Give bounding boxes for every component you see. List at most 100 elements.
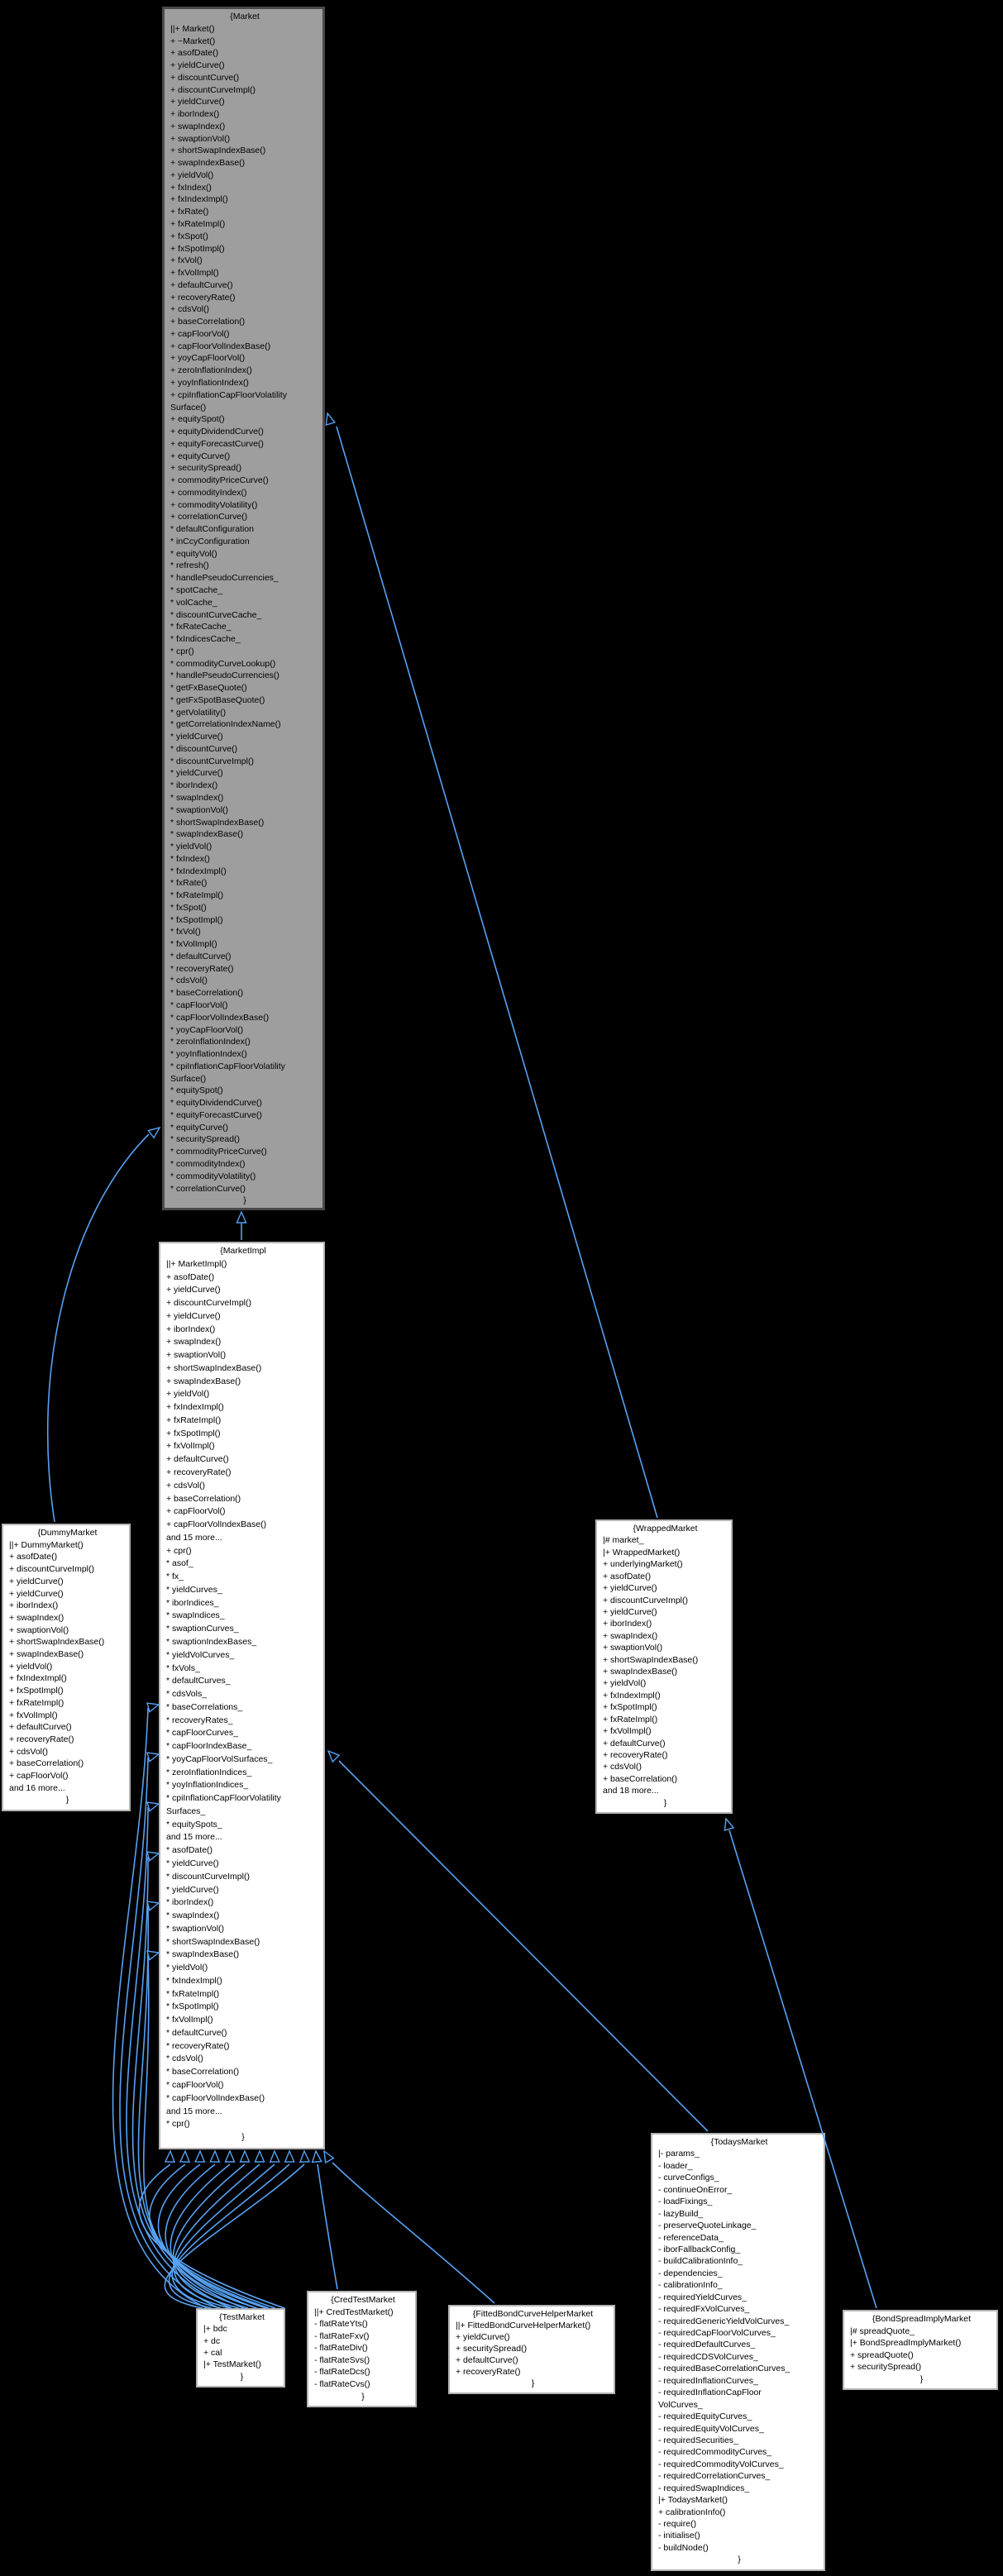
class-box-bondspreadimplymarket[interactable]: {BondSpreadImplyMarket|# spreadQuote_|+ … xyxy=(843,2310,998,2390)
member-line: * capFloorIndexBase_ xyxy=(166,1741,252,1752)
member-line: * discountCurveCache_ xyxy=(170,609,262,620)
member-line: |+ WrappedMarket() xyxy=(603,1547,681,1558)
testmarket-to-marketimpl-arrowhead xyxy=(146,1901,160,1911)
member-line: + commodityPriceCurve() xyxy=(170,475,269,486)
member-line: + defaultCurve() xyxy=(9,1722,72,1733)
class-box-wrappedmarket[interactable]: {WrappedMarket|# market_|+ WrappedMarket… xyxy=(595,1519,733,1814)
member-line: and 15 more... xyxy=(166,2106,222,2116)
member-line: } xyxy=(65,1795,69,1806)
member-line: * yieldCurve() xyxy=(170,768,223,779)
member-line: - flatRateSvs() xyxy=(314,2354,370,2365)
member-line: + cpiInflationCapFloorVolatility xyxy=(170,389,287,400)
member-line: + shortSwapIndexBase() xyxy=(170,145,266,156)
member-line: + iborIndex() xyxy=(9,1600,59,1611)
member-line: * baseCorrelation() xyxy=(170,988,244,999)
member-line: - curveConfigs_ xyxy=(658,2173,719,2183)
member-line: - requiredBaseCorrelationCurves_ xyxy=(658,2364,790,2374)
testmarket-to-marketimpl-arrowhead xyxy=(164,2149,176,2163)
member-line: + fxVolImpl() xyxy=(166,1441,215,1452)
member-line: ||+ MarketImpl() xyxy=(166,1258,227,1269)
member-line: |- params_ xyxy=(658,2149,700,2159)
member-line: ||+ FittedBondCurveHelperMarket() xyxy=(456,2321,591,2330)
member-line: + asofDate() xyxy=(603,1571,652,1581)
member-line: * capFloorCurves_ xyxy=(166,1728,238,1739)
member-line: * swapIndexBase() xyxy=(166,1949,240,1960)
wrappedmarket-to-market-arrowhead xyxy=(325,412,337,426)
member-line: + yieldCurve() xyxy=(166,1310,221,1321)
class-box-dummymarket[interactable]: {DummyMarket||+ DummyMarket()+ asofDate(… xyxy=(2,1524,131,1811)
member-line: * asof_ xyxy=(166,1558,193,1569)
member-line: * yieldCurve() xyxy=(166,1884,219,1895)
member-line: + commodityVolatility() xyxy=(170,499,258,510)
member-line: + yieldVol() xyxy=(166,1389,210,1400)
member-line: and 18 more... xyxy=(603,1786,659,1796)
member-line: + yoyCapFloorVol() xyxy=(170,353,246,364)
member-line: - calibrationInfo_ xyxy=(658,2280,723,2291)
member-line: - requiredFxVolCurves_ xyxy=(658,2304,750,2315)
member-line: * correlationCurve() xyxy=(170,1183,246,1194)
member-line: + yieldVol() xyxy=(170,169,214,180)
member-line: - requiredGenericYieldVolCurves_ xyxy=(658,2316,790,2326)
member-line: * discountCurveImpl() xyxy=(170,756,254,766)
marketimpl-to-market-arrowhead xyxy=(236,1210,247,1224)
member-line: - flatRateCvs() xyxy=(314,2378,370,2389)
member-line: + recoveryRate() xyxy=(166,1467,232,1478)
class-box-fittedbondcurvehelpermarket[interactable]: {FittedBondCurveHelperMarket||+ FittedBo… xyxy=(448,2305,615,2394)
member-line: + equityForecastCurve() xyxy=(170,438,264,449)
testmarket-to-marketimpl-line xyxy=(164,2163,305,2309)
fittedbondcurvehelpermarket-to-marketimpl-line xyxy=(332,2162,495,2304)
member-line: * capFloorVol() xyxy=(166,2080,224,2090)
member-line: and 15 more... xyxy=(166,1532,222,1543)
member-line: * defaultConfiguration xyxy=(170,524,254,535)
class-box-credtestmarket[interactable]: {CredTestMarket||+ CredTestMarket()- fla… xyxy=(307,2291,417,2407)
class-box-market[interactable]: {Market||+ Market()+ ~Market()+ asofDate… xyxy=(162,7,325,1210)
member-line: + discountCurveImpl() xyxy=(166,1298,251,1309)
member-line: - requiredSecurities_ xyxy=(658,2435,738,2445)
class-box-testmarket[interactable]: {TestMarket|+ bdc+ dc+ cal|+ TestMarket(… xyxy=(196,2308,285,2388)
member-line: * defaultCurve() xyxy=(170,951,232,961)
member-line: + cpr() xyxy=(166,1545,192,1556)
member-line: * equitySpots_ xyxy=(166,1819,222,1829)
class-box-marketimpl[interactable]: {MarketImpl||+ MarketImpl()+ asofDate()+… xyxy=(159,1242,325,2149)
member-line: * fxVol() xyxy=(170,927,201,937)
member-line: + swaptionVol() xyxy=(9,1624,69,1635)
member-line: * shortSwapIndexBase() xyxy=(170,817,265,828)
member-line: * getCorrelationIndexName() xyxy=(170,719,281,730)
member-line: * swaptionCurves_ xyxy=(166,1624,239,1634)
member-line: * recoveryRate() xyxy=(170,963,234,974)
member-line: + fxSpot() xyxy=(170,231,208,241)
member-line: + shortSwapIndexBase() xyxy=(603,1654,699,1665)
member-line: + fxSpotImpl() xyxy=(166,1428,221,1438)
member-line: * getFxSpotBaseQuote() xyxy=(170,694,265,705)
testmarket-to-marketimpl-arrowhead xyxy=(146,1801,160,1812)
member-line: * capFloorVolIndexBase() xyxy=(166,2092,265,2103)
member-line: + cal xyxy=(203,2347,222,2358)
member-line: * cpr() xyxy=(166,2119,190,2130)
member-line: + defaultCurve() xyxy=(166,1454,229,1465)
member-line: + swaptionVol() xyxy=(170,133,231,144)
member-line: * fxSpot() xyxy=(170,902,207,913)
member-line: |+ TestMarket() xyxy=(203,2359,261,2370)
member-line: - continueOnError_ xyxy=(658,2184,733,2195)
testmarket-to-marketimpl-arrowhead xyxy=(224,2149,236,2163)
member-line: * yieldVolCurves_ xyxy=(166,1649,235,1660)
member-line: |# spreadQuote_ xyxy=(850,2326,915,2336)
member-line: * swapIndices_ xyxy=(166,1610,225,1621)
testmarket-to-marketimpl-line xyxy=(171,2163,275,2309)
member-line: + swaptionVol() xyxy=(166,1350,227,1361)
member-line: + fxVolImpl() xyxy=(9,1710,58,1720)
member-line: * cpr() xyxy=(170,646,194,656)
testmarket-to-marketimpl-arrowhead xyxy=(284,2149,295,2163)
member-line: + discountCurveImpl() xyxy=(603,1595,688,1605)
member-line: * fxSpotImpl() xyxy=(166,2001,219,2012)
class-title: {CredTestMarket xyxy=(331,2295,395,2305)
member-line: + asofDate() xyxy=(170,48,219,59)
class-title: {BondSpreadImplyMarket xyxy=(872,2314,972,2324)
member-line: + fxIndexImpl() xyxy=(166,1402,224,1413)
class-box-todaysmarket[interactable]: {TodaysMarket|- params_- loader_- curveC… xyxy=(651,2133,825,2571)
member-line: - requiredCDSVolCurves_ xyxy=(658,2351,758,2362)
member-line: + yieldCurve() xyxy=(170,60,225,71)
testmarket-to-marketimpl-line xyxy=(173,2163,260,2309)
member-line: - requiredSwapIndices_ xyxy=(658,2483,750,2493)
member-line: - requiredEquityCurves_ xyxy=(658,2411,752,2422)
